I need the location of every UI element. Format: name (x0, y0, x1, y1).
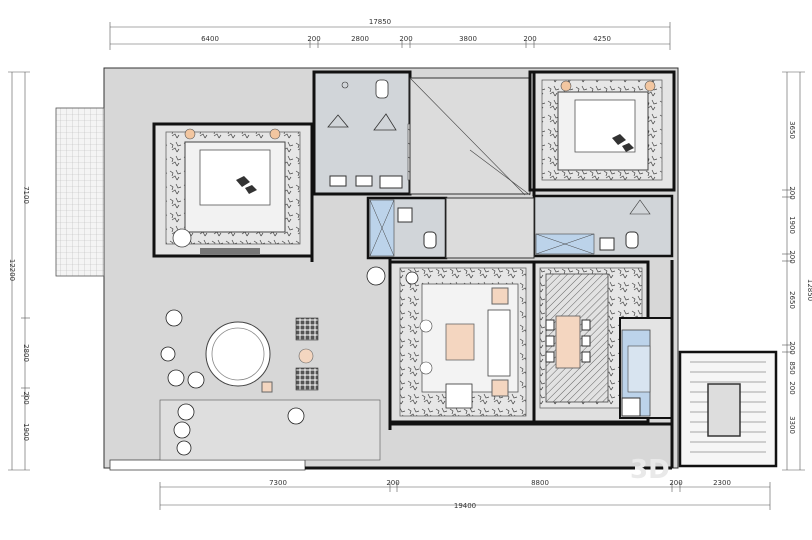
dim-right-8: 200 (788, 381, 796, 394)
dim-left-1: 7100 (22, 186, 30, 204)
dim-right-5: 2650 (788, 291, 796, 309)
dim-bottom-1: 7300 (269, 479, 287, 487)
watermark: 3D (630, 455, 670, 485)
dim-right-9: 3300 (788, 416, 796, 434)
dim-top-1: 6400 (201, 35, 219, 43)
bedroom-left (152, 122, 314, 258)
dim-right-6: 200 (788, 341, 796, 354)
dim-left-4: 1900 (22, 423, 30, 441)
dim-top-2: 200 (307, 35, 320, 43)
dim-bottom-total: 19400 (454, 502, 476, 510)
dining-room (532, 260, 650, 424)
living-room (388, 260, 536, 424)
right-dimensions (782, 71, 805, 471)
dim-left-2: 2800 (22, 344, 30, 362)
dim-top-4: 200 (399, 35, 412, 43)
kitchen (619, 317, 673, 419)
dim-right-7: 850 (788, 361, 796, 374)
dim-bottom-4: 200 (669, 479, 682, 487)
dim-left-total: 12200 (8, 259, 16, 281)
left-dimensions (8, 71, 30, 471)
dim-top-6: 200 (523, 35, 536, 43)
lamp-icon (560, 80, 572, 92)
bedroom-right (528, 70, 676, 192)
bathroom-top (312, 70, 427, 196)
hot-tub (205, 321, 271, 387)
bottom-dimensions (159, 482, 771, 510)
dining-table (555, 315, 581, 369)
dim-right-2: 200 (788, 186, 796, 199)
toilet-icon (423, 231, 437, 249)
dim-left-3: 200 (22, 391, 30, 404)
dim-bottom-5: 2300 (713, 479, 731, 487)
plants (160, 266, 419, 456)
staircase (678, 350, 778, 468)
armchair (445, 383, 473, 409)
toilet-icon (375, 79, 389, 99)
dim-top-total: 17850 (369, 18, 391, 26)
dim-bottom-2: 200 (386, 479, 399, 487)
dim-top-3: 2800 (351, 35, 369, 43)
lamp-icon (269, 128, 281, 140)
lamp-icon (644, 80, 656, 92)
top-dimensions (109, 22, 671, 50)
garden (159, 317, 381, 461)
dim-right-total: 12850 (806, 279, 812, 301)
bathroom-mid-left (366, 196, 448, 260)
dim-bottom-3: 8800 (531, 479, 549, 487)
lamp-icon (184, 128, 196, 140)
dim-right-3: 1900 (788, 216, 796, 234)
deck-tiles (55, 107, 105, 277)
walls (305, 72, 674, 470)
chair-icon (172, 228, 192, 248)
toilet-icon (625, 231, 639, 249)
hall-mid (445, 197, 535, 259)
bathroom-mid-right (532, 194, 674, 258)
corridor-top (409, 77, 531, 196)
sofa (487, 309, 511, 377)
dim-top-5: 3800 (459, 35, 477, 43)
dim-top-7: 4250 (593, 35, 611, 43)
dim-right-4: 200 (788, 250, 796, 263)
dim-right-1: 3650 (788, 121, 796, 139)
coffee-table (445, 323, 475, 361)
